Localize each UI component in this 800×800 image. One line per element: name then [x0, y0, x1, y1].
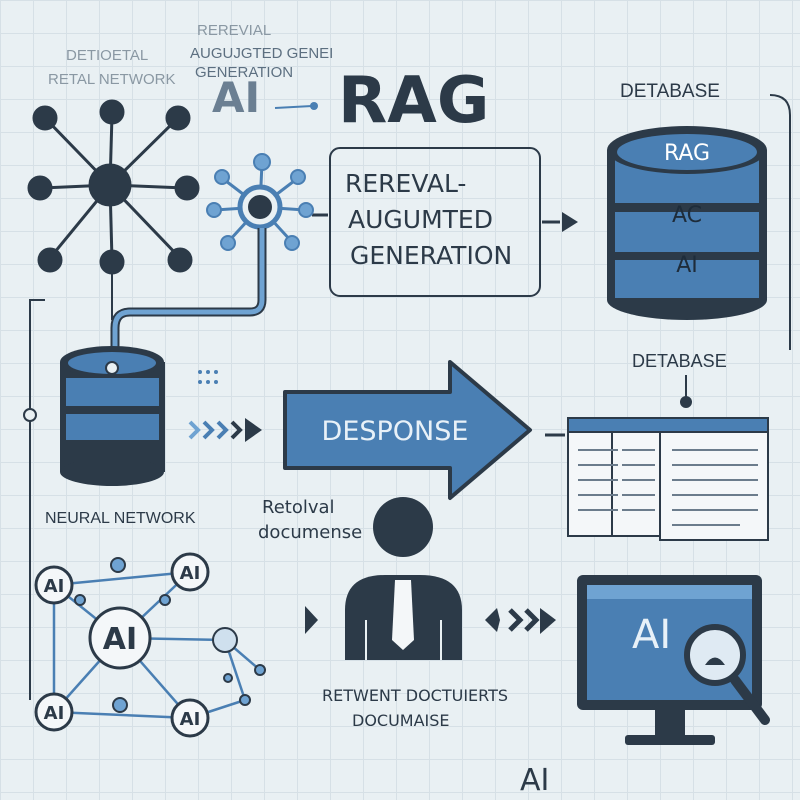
person-caption: RETWENT DOCTUIERTS: [322, 686, 508, 705]
database-label: DETABASE: [620, 81, 720, 102]
connector: [274, 105, 313, 109]
ai-network-icon: [34, 552, 266, 738]
faint-label: DETIOETAL: [66, 47, 148, 64]
chevrons-icon: [188, 418, 262, 442]
retrieval-label: documense: [258, 522, 362, 543]
ai-small-label: AI: [212, 73, 260, 122]
ai-node-label: AI: [180, 709, 201, 730]
faint-label: GENERATION: [195, 64, 293, 81]
database-layer: RAG: [664, 141, 710, 166]
definition-line: AUGUMTED: [348, 205, 493, 234]
pipe: [110, 228, 267, 368]
definition-line: GENERATION: [350, 241, 512, 270]
person-icon: [345, 497, 462, 660]
documents-icon: [567, 417, 769, 541]
retrieval-label: Retolval: [262, 497, 335, 518]
faint-label: REREVIAL: [197, 22, 271, 39]
arrow-right-icon: [305, 606, 318, 634]
bottom-ai-label: AI: [520, 763, 549, 798]
connector-dot: [310, 102, 318, 110]
response-label: DESPONSE: [322, 416, 469, 447]
database-icon: [60, 346, 165, 486]
person-caption: DOCUMAISE: [352, 711, 450, 730]
monitor-label: AI: [632, 612, 671, 658]
faint-label: AUGUJGTED GENEI: [190, 45, 333, 62]
database-label: DETABASE: [632, 351, 727, 371]
chevrons-icon: [485, 608, 556, 634]
database-cylinder-icon: [607, 126, 767, 320]
faint-label: RETAL NETWORK: [48, 71, 176, 88]
database-layer: AC: [672, 203, 702, 228]
ai-node-label: AI: [44, 576, 65, 597]
neural-network-icon: [27, 99, 200, 275]
definition-box: [329, 147, 541, 297]
page-title: RAG: [338, 64, 489, 138]
database-layer: AI: [676, 253, 698, 278]
response-arrow: [283, 360, 532, 500]
definition-line: REREVAL-: [345, 169, 466, 198]
ai-node-label: AI: [103, 622, 137, 657]
ai-node-label: AI: [180, 563, 201, 584]
magnifier-icon: [684, 624, 770, 725]
blue-network-icon: [206, 153, 314, 251]
ai-node-label: AI: [44, 703, 65, 724]
arrow-right-icon: [562, 212, 578, 232]
neural-network-label: NEURAL NETWORK: [45, 510, 196, 527]
dots-decoration: [198, 370, 218, 384]
